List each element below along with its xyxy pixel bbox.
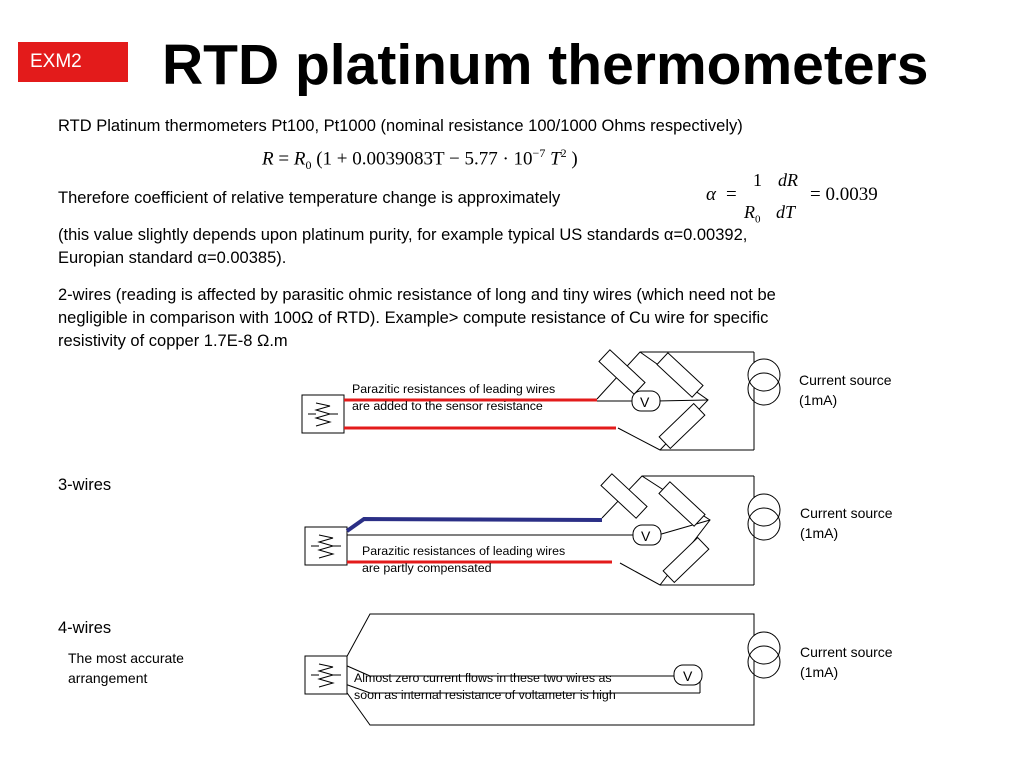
accurate-text-line2: arrangement — [68, 670, 148, 686]
current-source-2 — [747, 493, 781, 541]
diagram1-note-line2: are added to the sensor resistance — [352, 399, 543, 413]
two-wire-text-line3: resistivity of copper 1.7E-8 Ω.m — [58, 332, 288, 350]
diagram3-note-line2: soon as internal resistance of voltamete… — [354, 688, 616, 702]
four-wire-lines — [344, 613, 755, 726]
page-title: RTD platinum thermometers — [162, 33, 929, 97]
sensor-2 — [304, 526, 348, 566]
bridge-resistor-5 — [658, 481, 706, 527]
voltmeter-3-label: V — [683, 668, 693, 684]
two-wire-text-line1: 2-wires (reading is affected by parasiti… — [58, 286, 776, 304]
bridge-lines — [596, 351, 755, 451]
bridge-resistor-3 — [658, 403, 706, 449]
bridge-resistor-2 — [656, 352, 704, 398]
four-wires-heading: 4-wires — [58, 619, 112, 637]
alpha-denominator-r0: R0 — [744, 202, 761, 226]
exercise-badge: EXM2 — [18, 42, 128, 82]
current-source-1 — [747, 358, 781, 406]
alpha-equals: = — [726, 184, 737, 205]
voltmeter-2-label: V — [641, 528, 651, 544]
accurate-text-line1: The most accurate — [68, 650, 184, 666]
current-source-1-label-line1: Current source — [799, 372, 892, 388]
diagram2-note-line1: Parazitic resistances of leading wires — [362, 544, 566, 558]
voltmeter-1-label: V — [640, 394, 650, 410]
current-source-3-label-line1: Current source — [800, 644, 893, 660]
purity-text-line2: Europian standard α=0.00385). — [58, 249, 287, 267]
eq-body: (1 + 0.0039083T − 5.77 · 10 — [316, 148, 533, 170]
current-source-3 — [747, 631, 781, 679]
alpha-symbol: α — [706, 184, 716, 205]
purity-text-line1: (this value slightly depends upon platin… — [58, 226, 748, 244]
alpha-r: R — [744, 202, 755, 222]
resistance-equation: R = R0 (1 + 0.0039083T − 5.77 · 10−7 T2 … — [262, 146, 578, 173]
two-wire-text-line2: negligible in comparison with 100Ω of RT… — [58, 309, 769, 327]
alpha-sub0: 0 — [755, 213, 761, 226]
alpha-result: = 0.0039 — [810, 184, 878, 205]
alpha-numerator-dr: dR — [778, 170, 798, 190]
diagram2-note-line2: are partly compensated — [362, 561, 492, 575]
intro-text: RTD Platinum thermometers Pt100, Pt1000 … — [58, 117, 743, 135]
four-wire-diagram — [304, 613, 781, 726]
current-source-3-label-line2: (1mA) — [800, 664, 839, 680]
voltmeter-3 — [673, 664, 703, 686]
diagram1-note-line1: Parazitic resistances of leading wires — [352, 382, 556, 396]
eq-sub0: 0 — [305, 158, 312, 173]
alpha-numerator-one: 1 — [753, 170, 762, 190]
bridge-resistor-6 — [662, 537, 710, 583]
sensor-1 — [301, 394, 345, 434]
eq-close: ) — [571, 148, 578, 170]
current-source-2-label-line1: Current source — [800, 505, 893, 521]
two-wire-diagram — [301, 349, 781, 451]
voltmeter-1 — [631, 390, 661, 412]
eq-lhs: R — [262, 148, 274, 170]
sensor-3 — [304, 655, 348, 695]
blue-wire-2 — [345, 516, 603, 533]
diagram3-note-line1: Almost zero current flows in these two w… — [354, 671, 612, 685]
voltmeter-2 — [632, 524, 662, 546]
eq-exp: −7 — [532, 146, 546, 160]
eq-r0: R — [293, 148, 306, 170]
three-wires-heading: 3-wires — [58, 476, 112, 494]
alpha-denominator-dt: dT — [776, 202, 796, 222]
bridge-resistor-1 — [598, 349, 646, 395]
coefficient-text: Therefore coefficient of relative temper… — [58, 189, 561, 207]
current-source-1-label-line2: (1mA) — [799, 392, 838, 408]
three-wire-diagram — [304, 473, 781, 586]
eq-t: T — [545, 148, 561, 170]
eq-equals: = — [278, 148, 290, 170]
eq-exp2: 2 — [560, 146, 567, 160]
current-source-2-label-line2: (1mA) — [800, 525, 839, 541]
